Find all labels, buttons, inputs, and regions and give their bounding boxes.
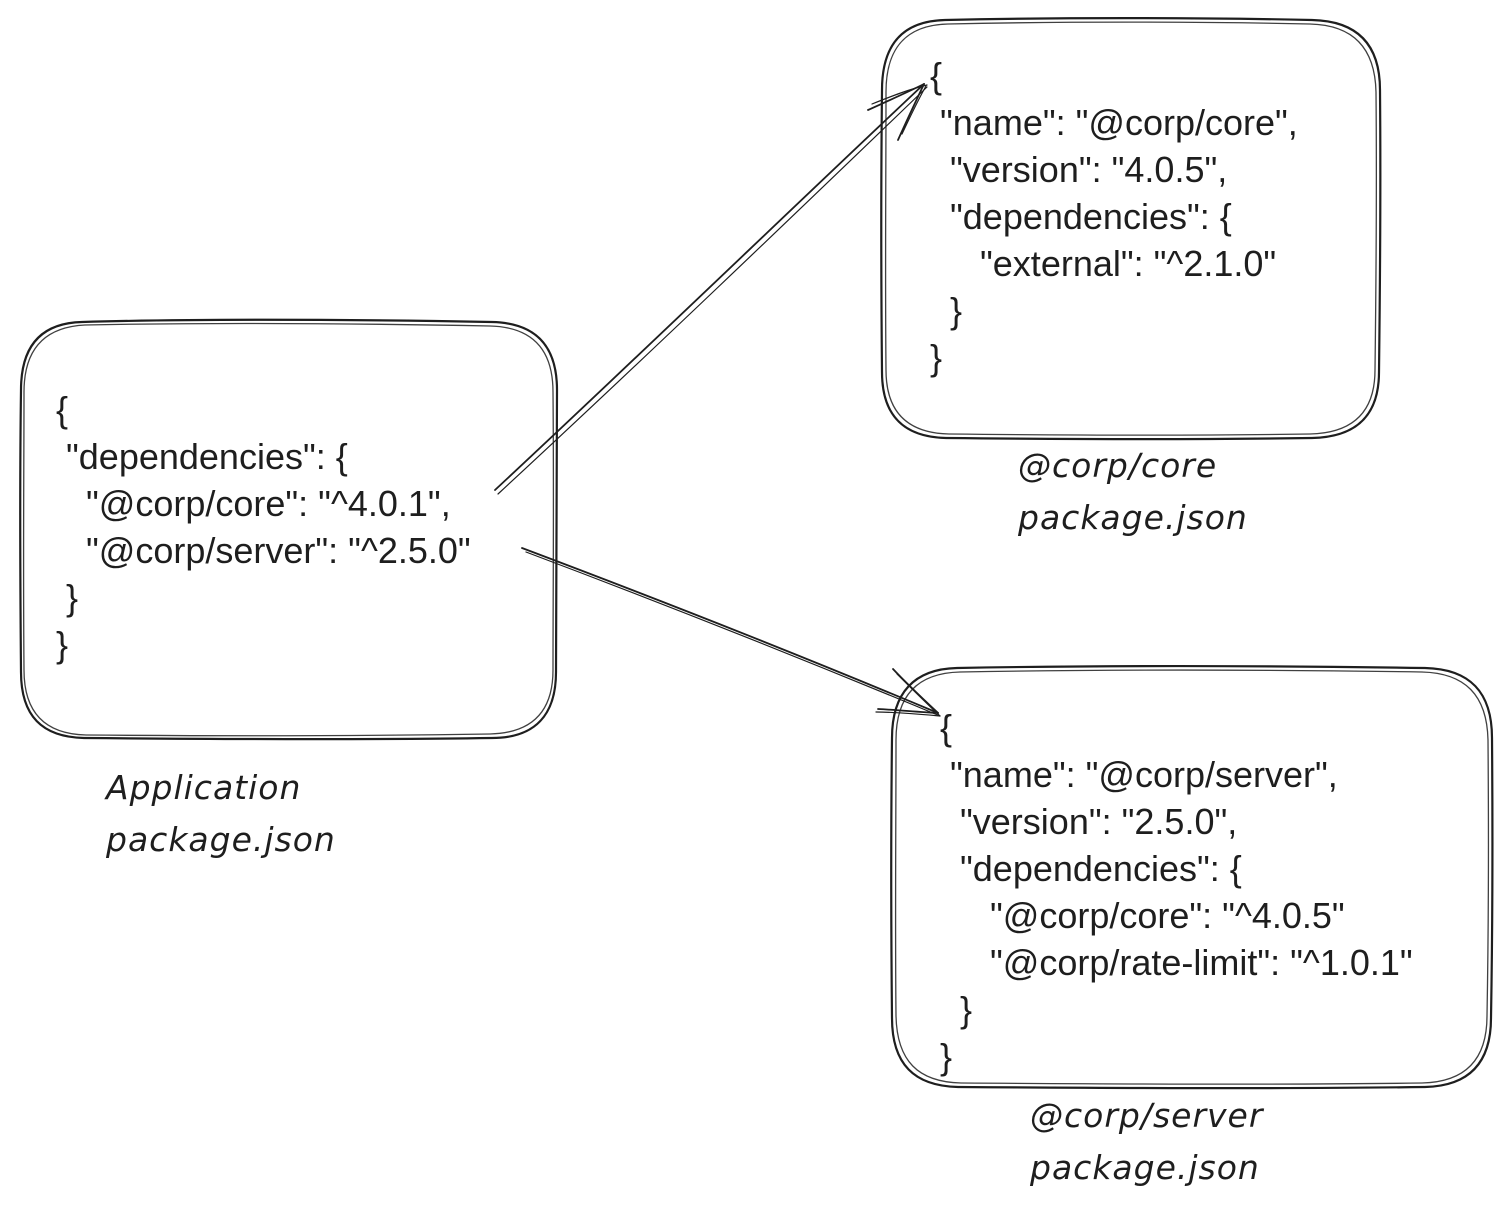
caption-line: package.json bbox=[1030, 1148, 1260, 1187]
server-package-json-code: { "name": "@corp/server", "version": "2.… bbox=[940, 704, 1413, 1080]
arrow-to-core bbox=[494, 83, 928, 495]
code-line: "@corp/core": "^4.0.1", bbox=[56, 483, 451, 524]
code-line: { bbox=[930, 55, 943, 96]
core-box[interactable] bbox=[880, 17, 1382, 441]
application-caption: Application package.json bbox=[106, 762, 336, 866]
code-line: } bbox=[930, 337, 943, 378]
server-box[interactable] bbox=[890, 665, 1494, 1090]
code-line: "name": "@corp/core", bbox=[930, 102, 1298, 143]
code-line: "name": "@corp/server", bbox=[940, 754, 1338, 795]
caption-line: Application bbox=[106, 768, 302, 807]
caption-line: @corp/core bbox=[1018, 446, 1218, 485]
arrow-to-server bbox=[521, 547, 941, 717]
caption-line: package.json bbox=[1018, 498, 1248, 537]
code-line: "version": "2.5.0", bbox=[940, 801, 1238, 842]
code-line: } bbox=[930, 290, 963, 331]
code-line: } bbox=[56, 577, 79, 618]
server-caption: @corp/server package.json bbox=[1030, 1090, 1263, 1194]
code-line: "version": "4.0.5", bbox=[930, 149, 1228, 190]
code-line: } bbox=[56, 624, 69, 665]
core-caption: @corp/core package.json bbox=[1018, 440, 1248, 544]
code-line: { bbox=[56, 389, 69, 430]
code-line: "dependencies": { bbox=[940, 848, 1242, 889]
code-line: "dependencies": { bbox=[930, 196, 1232, 237]
code-line: "dependencies": { bbox=[56, 436, 348, 477]
code-line: "@corp/server": "^2.5.0" bbox=[56, 530, 471, 571]
code-line: "@corp/rate-limit": "^1.0.1" bbox=[940, 942, 1413, 983]
caption-line: package.json bbox=[106, 820, 336, 859]
code-line: "external": "^2.1.0" bbox=[930, 243, 1277, 284]
core-package-json-code: { "name": "@corp/core", "version": "4.0.… bbox=[930, 52, 1298, 381]
application-package-json-code: { "dependencies": { "@corp/core": "^4.0.… bbox=[56, 386, 471, 668]
code-line: { bbox=[940, 707, 953, 748]
code-line: } bbox=[940, 989, 973, 1030]
code-line: } bbox=[940, 1036, 953, 1077]
caption-line: @corp/server bbox=[1030, 1096, 1264, 1135]
application-box[interactable] bbox=[19, 318, 559, 741]
code-line: "@corp/core": "^4.0.5" bbox=[940, 895, 1345, 936]
